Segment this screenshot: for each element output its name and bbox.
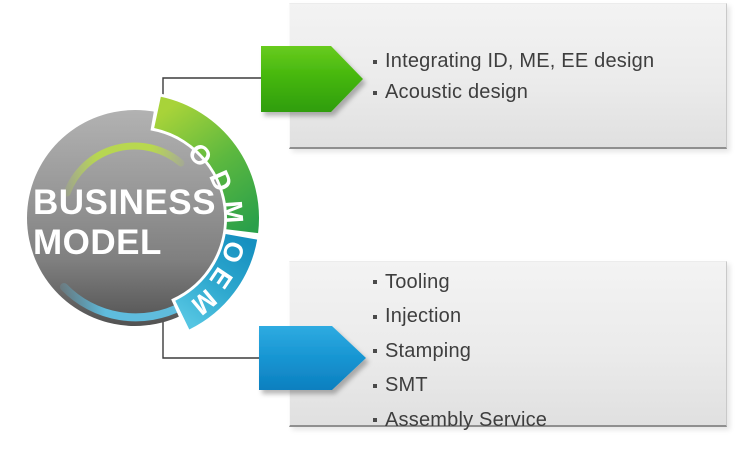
badge-title-line2: MODEL	[33, 223, 162, 262]
list-item: Acoustic design	[373, 77, 720, 108]
oem-label-letter: O	[215, 237, 250, 266]
bullet-icon	[373, 314, 377, 319]
list-item: Injection	[373, 300, 720, 335]
bullet-icon	[373, 90, 377, 95]
odm-arc-band	[153, 96, 259, 234]
badge-inner-green-arc	[63, 142, 185, 197]
oem-item-label: Injection	[385, 305, 462, 328]
odm-box: Integrating ID, ME, EE design Acoustic d…	[289, 3, 727, 149]
oem-connector-line	[162, 295, 260, 359]
odm-box-list: Integrating ID, ME, EE design Acoustic d…	[373, 46, 720, 108]
list-item: Integrating ID, ME, EE design	[373, 46, 720, 77]
oem-item-label: Stamping	[385, 339, 472, 362]
badge-circle	[27, 110, 243, 326]
odm-connector-line	[162, 77, 261, 150]
odm-item-label: Acoustic design	[385, 81, 529, 103]
bullet-icon	[373, 383, 377, 388]
odm-label-letter: D	[203, 166, 238, 196]
badge-inner-blue-arc	[60, 283, 186, 322]
oem-box: Tooling Injection Stamping SMT Assembly …	[289, 261, 727, 431]
oem-label-letter: M	[186, 283, 223, 320]
list-item: Tooling	[373, 265, 720, 300]
oem-item-label: SMT	[385, 374, 428, 397]
oem-item-label: Assembly Service	[385, 408, 548, 431]
list-item: SMT	[373, 369, 720, 404]
oem-box-list: Tooling Injection Stamping SMT Assembly …	[373, 265, 720, 438]
list-item: Assembly Service	[373, 403, 720, 438]
bullet-icon	[373, 59, 377, 64]
badge-title-line1: BUSINESS	[33, 183, 216, 222]
bullet-icon	[373, 418, 377, 423]
oem-arc-band	[174, 233, 258, 330]
oem-item-label: Tooling	[385, 270, 450, 293]
oem-label-letter: E	[204, 262, 239, 294]
bullet-icon	[373, 280, 377, 285]
odm-item-label: Integrating ID, ME, EE design	[385, 50, 655, 72]
list-item: Stamping	[373, 334, 720, 369]
bullet-icon	[373, 349, 377, 354]
band-outline	[150, 92, 263, 335]
odm-label-letter: M	[217, 200, 248, 225]
odm-label-letter: O	[182, 137, 218, 173]
